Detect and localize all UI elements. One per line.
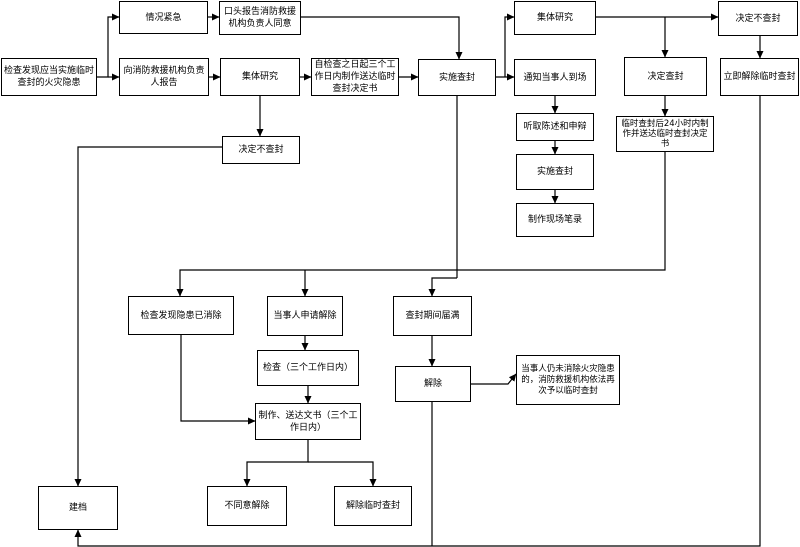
node-lift-immediately: 立即解除临时查封 [720, 58, 799, 96]
node-hazard-eliminated: 检查发现隐患已消除 [128, 296, 234, 335]
node-group-study-2: 集体研究 [514, 1, 596, 35]
node-oral-report: 口头报告消防救援机构负责人同意 [219, 1, 301, 35]
node-lift-temp-seal: 解除临时查封 [334, 486, 412, 526]
node-emergency: 情况紧急 [119, 1, 208, 34]
node-hear-statement: 听取陈述和申辩 [516, 113, 594, 141]
node-make-decision-3days: 自检查之日起三个工作日内制作送达临时查封决定书 [311, 58, 399, 96]
node-group-study-1: 集体研究 [220, 58, 300, 96]
node-reseal-note: 当事人仍未消除火灾隐患的，消防救援机构依法再次予以临时查封 [516, 355, 620, 405]
node-start: 检查发现应当实施临时查封的火灾隐患 [1, 58, 97, 96]
node-seal-expired: 查封期间届满 [393, 296, 472, 336]
node-notify-party: 通知当事人到场 [514, 59, 596, 96]
node-inspect-3days: 检查（三个工作日内） [257, 350, 359, 386]
node-within-24h: 临时查封后24小时内制作并送达临时查封决定书 [616, 116, 714, 152]
node-decide-no-seal-top: 决定不查封 [718, 1, 798, 36]
node-lift: 解除 [395, 366, 471, 402]
node-make-deliver-doc: 制作、送达文书（三个工作日内） [255, 403, 361, 440]
node-implement-seal-2: 实施查封 [516, 154, 594, 190]
node-implement-seal: 实施查封 [418, 59, 496, 96]
node-party-apply-lift: 当事人申请解除 [267, 296, 343, 336]
node-make-record: 制作现场笔录 [516, 203, 594, 237]
node-report-to-head: 向消防救援机构负责人报告 [119, 58, 209, 96]
node-decide-no-seal-mid: 决定不查封 [222, 136, 300, 164]
node-archive: 建档 [38, 486, 118, 530]
node-decide-seal: 决定查封 [624, 57, 707, 96]
node-not-agree-lift: 不同意解除 [207, 486, 287, 526]
